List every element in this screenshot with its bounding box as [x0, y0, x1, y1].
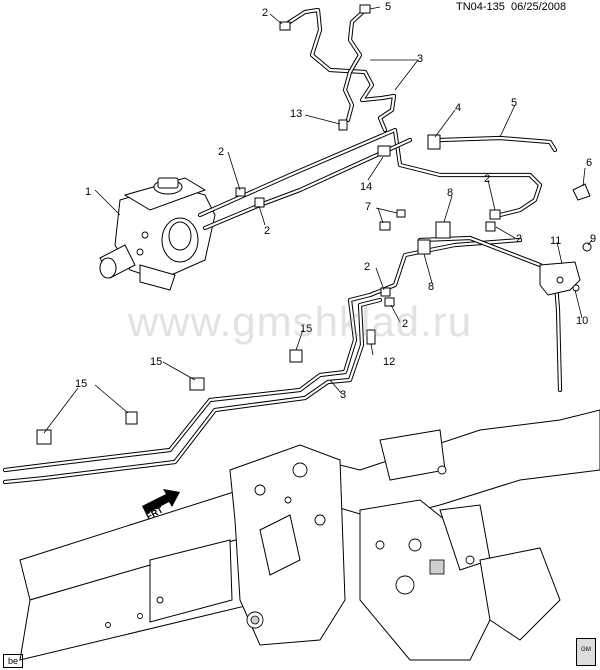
callout-11: 11 [550, 235, 561, 247]
callout-3: 3 [417, 53, 423, 65]
callout-9: 9 [590, 233, 596, 245]
callout-5: 5 [385, 1, 391, 13]
callout-12: 12 [383, 356, 395, 368]
callout-8: 8 [447, 187, 453, 199]
diagram-date: 06/25/2008 [511, 1, 567, 13]
callout-15: 15 [75, 378, 87, 390]
language-badge: be [3, 654, 23, 668]
callout-2: 2 [484, 173, 490, 185]
bracket-icon [539, 261, 581, 296]
callout-5: 5 [511, 97, 517, 109]
callout-2: 2 [264, 225, 270, 237]
callout-7: 7 [365, 201, 371, 213]
callout-2: 2 [364, 261, 370, 273]
callout-6: 6 [586, 157, 592, 169]
diagram-id: TN04-135 [456, 1, 505, 13]
brake-pipe-icon [2, 7, 563, 485]
callout-labels: 2 5 3 13 4 5 6 14 2 1 2 8 2 7 2 8 11 9 1… [75, 1, 596, 401]
callout-8: 8 [428, 281, 434, 293]
callout-2: 2 [516, 233, 522, 245]
master-cylinder-icon [99, 177, 216, 291]
gm-logo-text: GM [581, 647, 591, 653]
leader-lines [43, 6, 593, 434]
callout-2: 2 [262, 7, 268, 19]
callout-14: 14 [360, 181, 372, 193]
frame-rail-icon [19, 409, 600, 661]
callout-1: 1 [85, 186, 91, 198]
callout-2: 2 [218, 146, 224, 158]
callout-4: 4 [455, 102, 461, 114]
callout-15: 15 [300, 323, 312, 335]
diagram-code: TN04-135 06/25/2008 [456, 1, 566, 13]
callout-10: 10 [576, 315, 588, 327]
callout-2: 2 [402, 318, 408, 330]
gm-logo-icon: GM [576, 638, 596, 666]
callout-15: 15 [150, 356, 162, 368]
callout-3: 3 [340, 389, 346, 401]
clip-icon [36, 4, 592, 445]
callout-13: 13 [290, 108, 302, 120]
